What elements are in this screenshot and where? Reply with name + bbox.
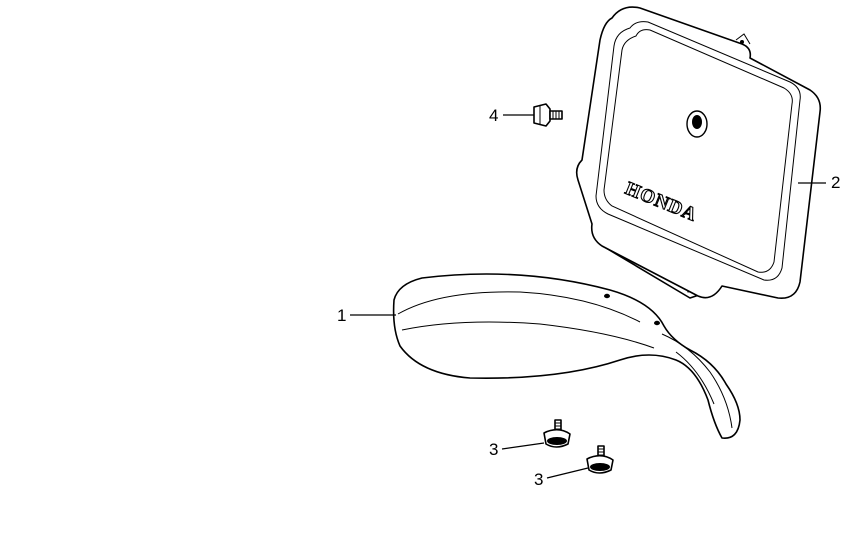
front-fender-part — [392, 273, 741, 439]
bolt-part-b — [586, 445, 614, 474]
callout-3b-label: 3 — [534, 470, 543, 489]
callout-3b: 3 — [534, 467, 589, 489]
grommet-bolt-part — [533, 103, 563, 127]
callout-3b-leader — [546, 467, 589, 479]
callout-4: 4 — [489, 106, 534, 125]
callout-1-label: 1 — [337, 306, 346, 325]
callout-2-label: 2 — [831, 173, 840, 192]
number-plate-part: HONDA — [575, 6, 822, 299]
callout-3a-leader — [501, 442, 545, 450]
bolt-part-a — [543, 419, 571, 448]
callout-3a: 3 — [489, 440, 545, 459]
callout-1: 1 — [337, 306, 396, 325]
callout-4-label: 4 — [489, 106, 498, 125]
callout-3a-label: 3 — [489, 440, 498, 459]
callout-2: 2 — [798, 173, 840, 192]
